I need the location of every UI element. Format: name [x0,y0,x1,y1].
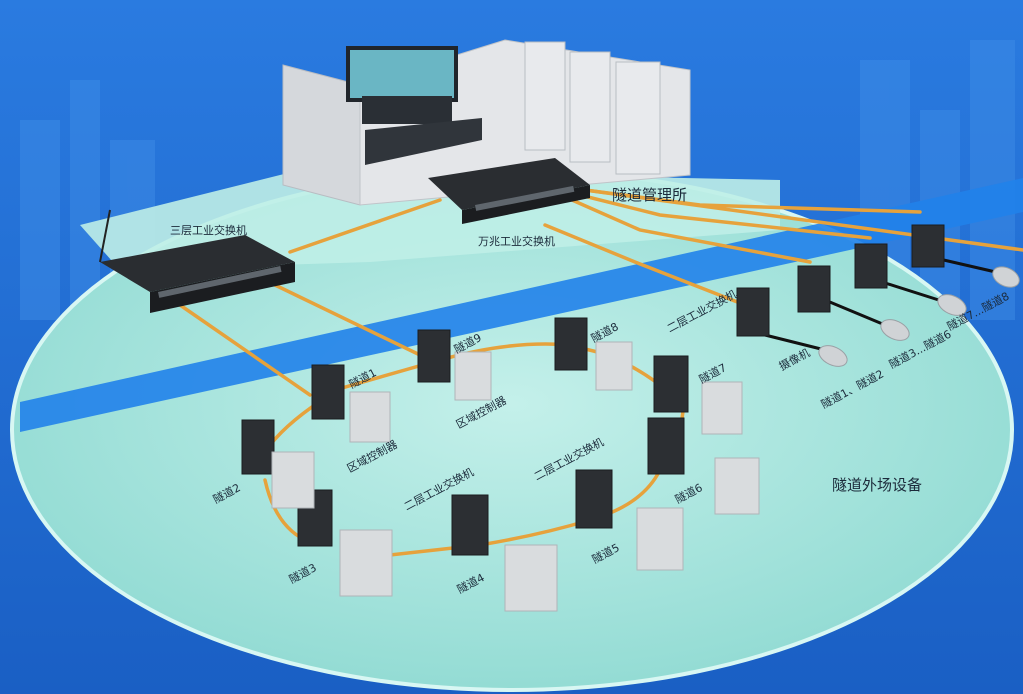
label-core-switch: 万兆工业交换机 [478,236,555,247]
video-wall [350,50,454,98]
label-management-station: 隧道管理所 [612,188,687,203]
label-field-equipment: 隧道外场设备 [832,478,922,493]
label-l3-switch: 三层工业交换机 [170,225,247,236]
